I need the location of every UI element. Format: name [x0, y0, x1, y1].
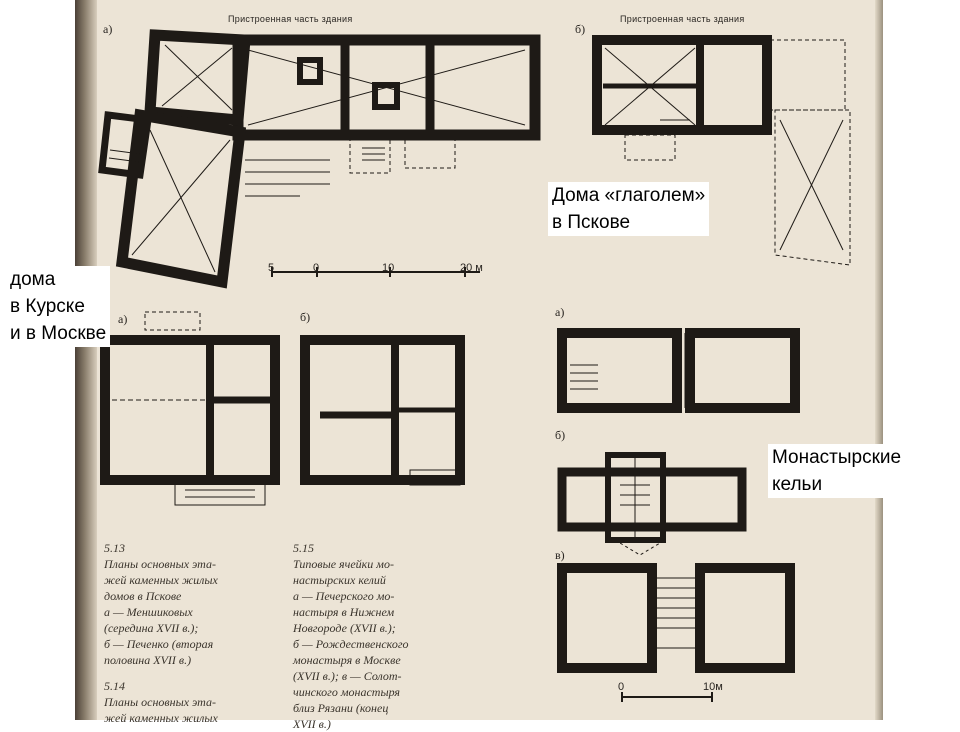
- plan-marker: а): [555, 305, 565, 319]
- label-kursk-moscow-houses: дома в Курске и в Москве: [8, 266, 111, 347]
- scale-tick-label: 20 м: [460, 262, 483, 274]
- label-line: дома: [10, 269, 56, 290]
- caption-5-15: 5.15 Типовые ячейки мо- настырских келий…: [293, 540, 473, 732]
- plan-label-attached-part: Пристроенная часть здания: [620, 14, 745, 24]
- caption-5-14: 5.14 Планы основных эта- жей каменных жи…: [104, 678, 279, 726]
- plan-cell-pechersky: [557, 328, 800, 413]
- plan-cell-rozhdestvensky: [557, 452, 747, 556]
- caption-number: 5.13: [104, 541, 125, 555]
- plan-pechenko: [592, 35, 851, 266]
- caption-line: близ Рязани (конец: [293, 701, 389, 715]
- plan-menshikov-angled-wing: [98, 29, 330, 289]
- label-line: в Курске: [10, 296, 85, 317]
- caption-line: а — Печерского мо-: [293, 589, 395, 603]
- caption-line: Планы основных эта-: [104, 557, 216, 571]
- caption-line: жей каменных жилых: [104, 711, 218, 725]
- label-line: в Пскове: [552, 212, 631, 233]
- label-line: и в Москве: [10, 323, 107, 344]
- label-line: Дома «глаголем»: [552, 185, 706, 206]
- caption-number: 5.15: [293, 541, 314, 555]
- plan-label-attached-part: Пристроенная часть здания: [228, 14, 353, 24]
- caption-line: Типовые ячейки мо-: [293, 557, 394, 571]
- caption-line: XVII в.): [293, 717, 331, 731]
- caption-line: чинского монастыря: [293, 685, 400, 699]
- caption-line: жей каменных жилых: [104, 573, 218, 587]
- label-monastic-cells: Монастырские кельи: [768, 444, 906, 498]
- plan-marker: а): [103, 22, 113, 36]
- caption-number: 5.14: [104, 679, 125, 693]
- plan-cell-solotchinsky: [557, 563, 795, 673]
- plan-marker: а): [118, 312, 128, 326]
- scale-tick-label: 0: [618, 681, 625, 693]
- caption-line: Новгороде (XVII в.);: [293, 621, 396, 635]
- caption-line: б — Рождественского: [293, 637, 409, 651]
- caption-line: б — Печенко (вторая: [104, 637, 214, 651]
- plan-kursk-house: [100, 311, 280, 506]
- scale-tick-label: 10: [382, 262, 395, 274]
- caption-line: (середина XVII в.);: [104, 621, 199, 635]
- scale-tick-label: 5: [268, 262, 275, 274]
- caption-line: монастыря в Москве: [293, 653, 401, 667]
- caption-line: (XVII в.); в — Солот-: [293, 669, 402, 683]
- scale-tick-label: 0: [313, 262, 320, 274]
- plan-marker: б): [575, 22, 586, 36]
- caption-5-13: 5.13 Планы основных эта- жей каменных жи…: [104, 540, 279, 668]
- label-line: Монастырские: [772, 447, 902, 468]
- plan-moscow-house: [300, 335, 465, 486]
- page-edge-shadow: [875, 0, 883, 720]
- plan-marker: б): [555, 428, 566, 442]
- caption-line: настыря в Нижнем: [293, 605, 395, 619]
- plan-menshikov-long-block: [232, 34, 541, 174]
- caption-line: половина XVII в.): [104, 653, 192, 667]
- scale-bar-top: [271, 267, 480, 277]
- scale-bar-bottom: [621, 692, 713, 702]
- label-pskov-houses: Дома «глаголем» в Пскове: [548, 182, 710, 236]
- plan-marker: б): [300, 310, 311, 324]
- caption-line: домов в Пскове: [104, 589, 182, 603]
- scale-tick-label: 10м: [703, 681, 723, 693]
- label-line: кельи: [772, 474, 823, 495]
- book-spine-shadow: [75, 0, 97, 720]
- caption-line: настырских келий: [293, 573, 386, 587]
- caption-line: Планы основных эта-: [104, 695, 216, 709]
- plan-marker: в): [555, 548, 565, 562]
- caption-line: а — Меншиковых: [104, 605, 193, 619]
